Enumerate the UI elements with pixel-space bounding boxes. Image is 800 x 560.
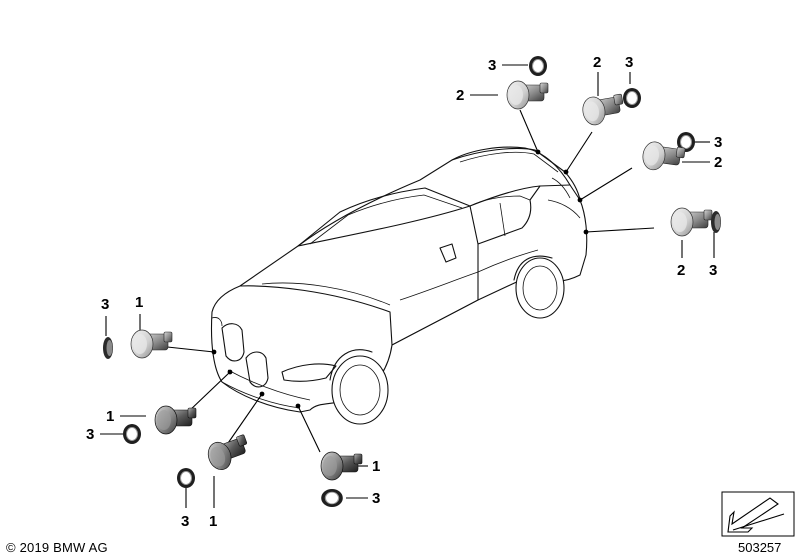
callout-right-lower-ring: 3 xyxy=(709,262,717,279)
callout-left-upper-sensor: 1 xyxy=(135,294,143,311)
copyright-notice: © 2019 BMW AG xyxy=(6,540,108,555)
part-top-left-ring xyxy=(528,55,548,77)
callout-bottom-ring: 3 xyxy=(181,513,189,530)
part-right-lower-sensor xyxy=(670,207,713,237)
callout-front-ring: 3 xyxy=(372,490,380,507)
callout-left-mid-ring: 3 xyxy=(86,426,94,443)
arrow-down-left-icon xyxy=(721,491,795,537)
callout-right-upper-ring: 3 xyxy=(714,134,722,151)
diagram-number: 503257 xyxy=(738,540,782,555)
part-left-upper-sensor xyxy=(130,329,173,359)
callout-left-upper-ring: 3 xyxy=(101,296,109,313)
part-left-upper-ring xyxy=(103,337,113,359)
leader-lines xyxy=(100,64,715,508)
vehicle-outline xyxy=(210,146,588,425)
part-front-sensor xyxy=(320,451,363,481)
part-front-ring xyxy=(320,488,344,508)
callout-front-sensor: 1 xyxy=(372,458,380,475)
callout-bottom-sensor: 1 xyxy=(209,513,217,530)
callout-top-left-sensor: 2 xyxy=(456,87,464,104)
part-left-mid-sensor xyxy=(154,405,197,435)
part-top-left-sensor xyxy=(506,80,549,110)
callout-top-left-ring: 3 xyxy=(488,57,496,74)
callout-top-mid-ring: 3 xyxy=(625,54,633,71)
callout-left-mid-sensor: 1 xyxy=(106,408,114,425)
part-left-mid-ring xyxy=(122,423,142,445)
part-right-lower-ring xyxy=(711,211,721,233)
callout-top-mid-sensor: 2 xyxy=(593,54,601,71)
part-top-mid-sensor xyxy=(580,91,627,128)
callout-right-upper-sensor: 2 xyxy=(714,154,722,171)
callout-labels: 3 2 2 3 3 2 2 3 3 1 1 3 3 1 1 3 xyxy=(86,54,722,530)
part-bottom-sensor xyxy=(204,432,254,474)
part-top-mid-ring xyxy=(622,87,642,109)
callout-right-lower-sensor: 2 xyxy=(677,262,685,279)
part-bottom-ring xyxy=(176,467,196,489)
